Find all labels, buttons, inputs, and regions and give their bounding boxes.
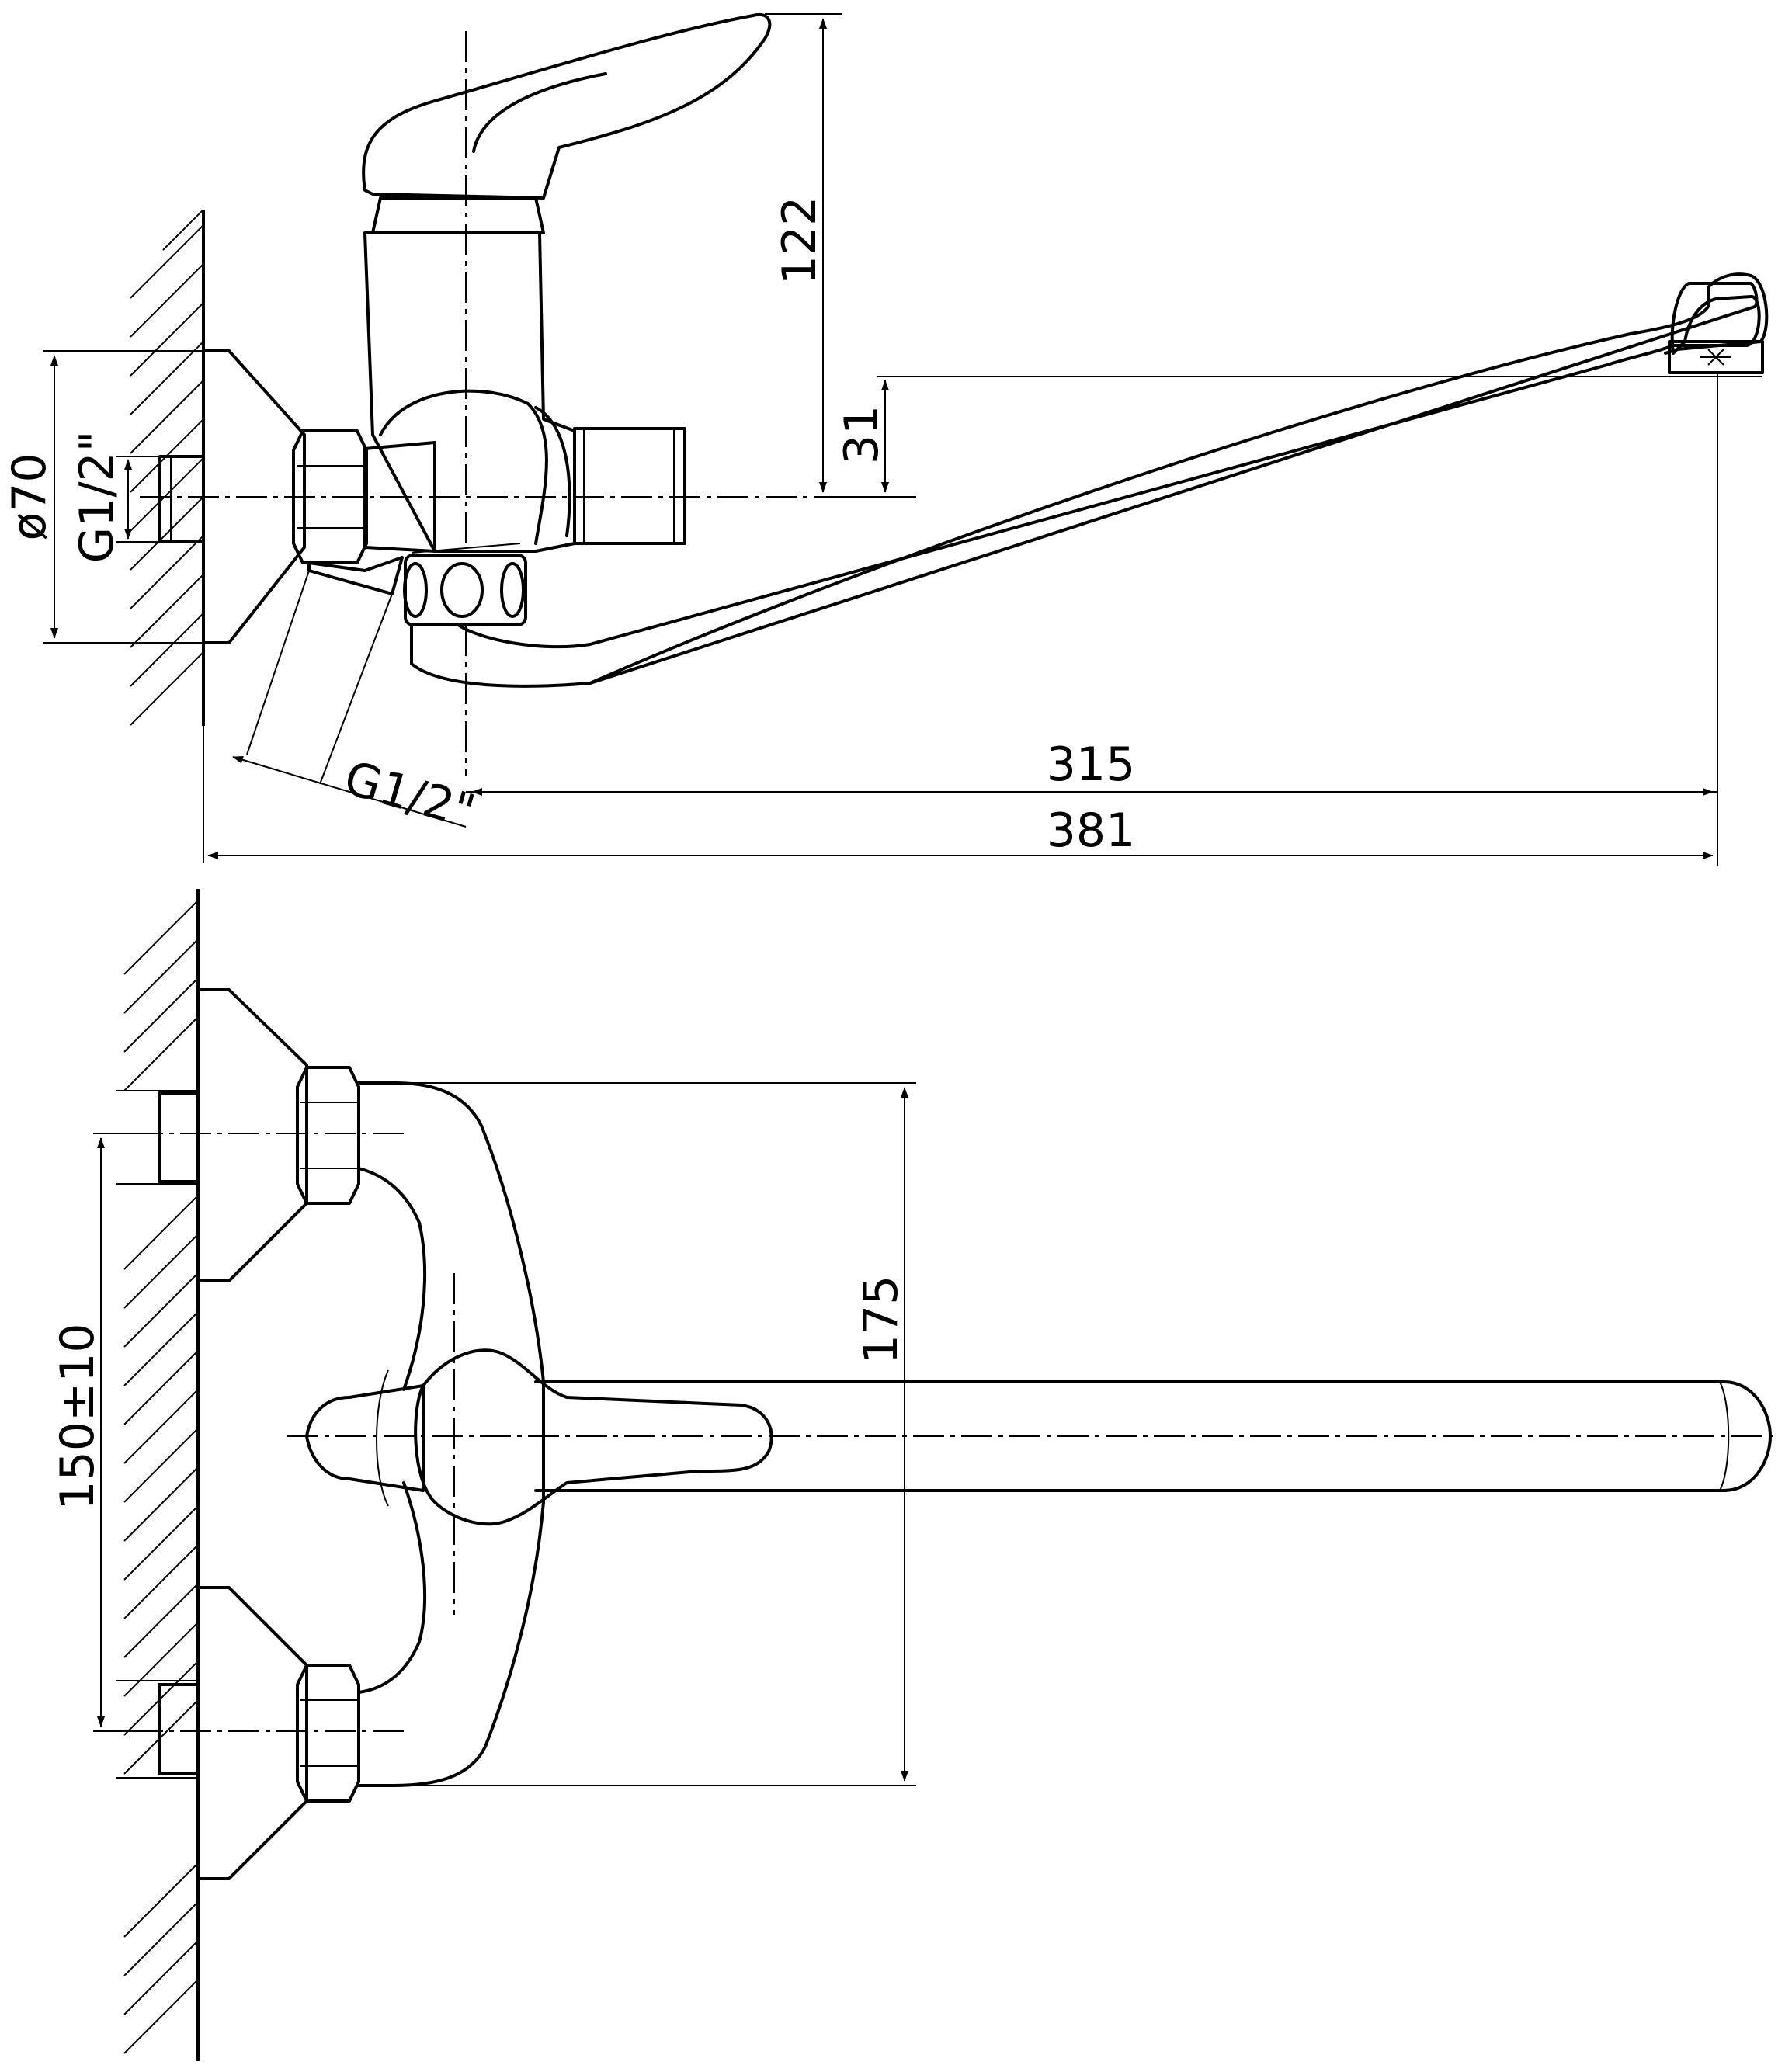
eccentric-side xyxy=(307,556,404,595)
flange-lower-top xyxy=(196,1586,308,1880)
hex-nut-upper-top xyxy=(296,1066,360,1205)
hex-nut-side xyxy=(292,429,368,564)
inlet-pipe-side xyxy=(158,455,205,543)
spout-side xyxy=(410,272,1769,688)
dim-spout-reach: 315 xyxy=(466,373,1718,866)
label-spout-height: 31 xyxy=(835,405,889,464)
label-inlet-thread: G1/2" xyxy=(70,431,124,564)
inlet-upper-top xyxy=(158,988,360,1282)
wall-side xyxy=(130,209,205,726)
outlet-coupling-side xyxy=(573,427,686,545)
mixer-body-side xyxy=(363,231,576,553)
dim-inlet-spacing: 150±10 xyxy=(50,1133,159,1732)
wall-top xyxy=(116,889,200,2061)
dim-body-width: 175 xyxy=(392,1082,916,1786)
flange-upper-top xyxy=(196,988,308,1282)
dim-spout-height: 31 xyxy=(823,376,1762,498)
hex-nut-lower-top xyxy=(296,1664,360,1803)
label-body-width: 175 xyxy=(854,1275,908,1365)
side-view: ø70 G1/2" G1/2" 122 31 xyxy=(2,12,1769,866)
diverter-ring-side xyxy=(403,543,527,626)
dim-total-reach: 381 xyxy=(203,726,1714,863)
top-view: 150±10 175 xyxy=(50,889,1778,2061)
dim-outlet-thread: G1/2" xyxy=(232,570,481,839)
label-inlet-spacing: 150±10 xyxy=(50,1323,105,1510)
label-handle-height: 122 xyxy=(773,196,827,286)
lever-handle-side xyxy=(362,12,772,234)
lever-handle-top xyxy=(305,1348,773,1526)
label-outlet-thread: G1/2" xyxy=(339,751,481,839)
dim-handle-height: 122 xyxy=(765,13,842,493)
dim-inlet-thread: G1/2" xyxy=(70,431,160,564)
label-spout-reach: 315 xyxy=(1047,738,1136,792)
label-total-reach: 381 xyxy=(1047,803,1136,858)
label-flange-diameter: ø70 xyxy=(2,453,57,540)
inlet-lower-top xyxy=(158,1586,360,1880)
mixer-body-top xyxy=(357,1081,545,1787)
dim-flange-diameter: ø70 xyxy=(2,350,203,644)
